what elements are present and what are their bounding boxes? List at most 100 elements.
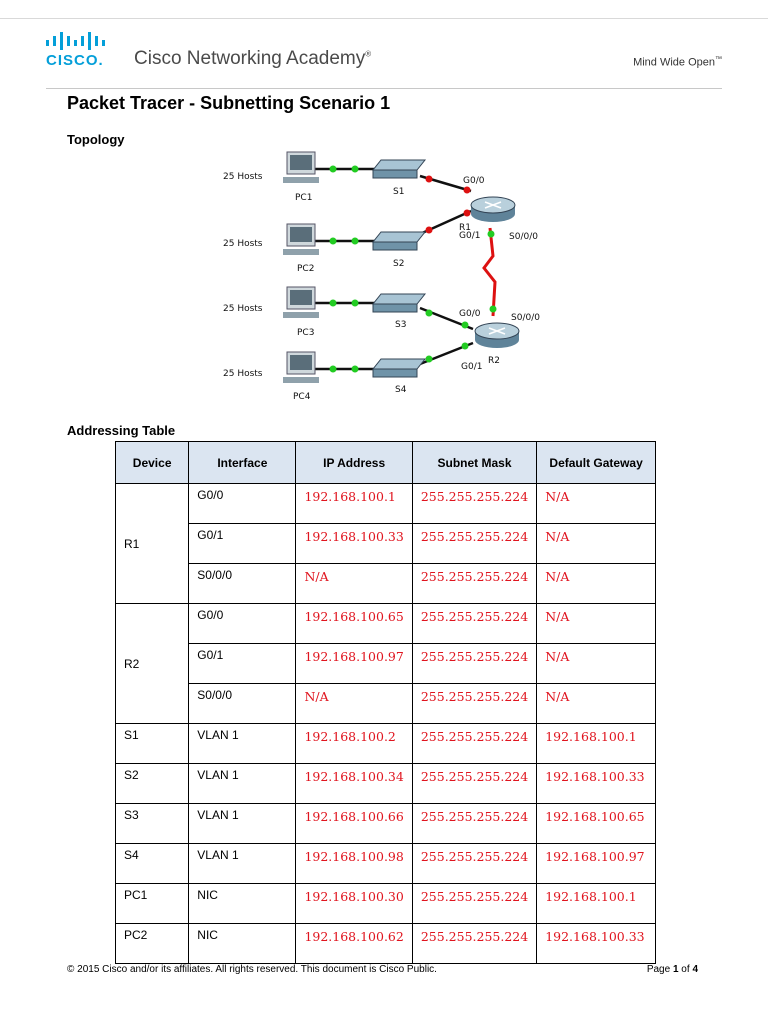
mask-cell: 255.255.255.224: [411, 603, 538, 644]
hosts-label: 25 Hosts: [223, 304, 263, 314]
gateway-cell: 192.168.100.1: [536, 883, 656, 924]
table-header-row: Device Interface IP Address Subnet Mask …: [114, 441, 656, 484]
gateway-cell: 192.168.100.65: [536, 803, 656, 844]
switch-label: S2: [393, 259, 404, 269]
top-rule: [0, 18, 768, 19]
serial-link: [482, 227, 497, 317]
gateway-cell: N/A: [536, 603, 656, 644]
device-cell: S1: [114, 723, 190, 764]
gateway-cell: 192.168.100.97: [536, 843, 656, 884]
pc-label: PC4: [293, 392, 311, 402]
interface-cell: VLAN 1: [188, 723, 297, 764]
mask-cell: 255.255.255.224: [411, 643, 538, 684]
table-row: PC2 NIC 192.168.100.62 255.255.255.224 1…: [114, 923, 656, 964]
table-row: S1 VLAN 1 192.168.100.2 255.255.255.224 …: [114, 723, 656, 764]
pc-icon: [283, 151, 319, 383]
cisco-logo-text: CISCO.: [46, 52, 104, 69]
switch-label: S1: [393, 187, 404, 197]
mask-cell: 255.255.255.224: [411, 763, 538, 804]
gateway-cell: 192.168.100.1: [536, 723, 656, 764]
mask-cell: 255.255.255.224: [411, 843, 538, 884]
mask-cell: 255.255.255.224: [411, 723, 538, 764]
column-header: Device: [114, 441, 190, 484]
column-header: Interface: [188, 441, 297, 484]
switch-icon: [371, 159, 427, 378]
switch-label: S4: [395, 385, 407, 395]
interface-cell: G0/0: [188, 483, 297, 524]
page-title: Packet Tracer - Subnetting Scenario 1: [67, 93, 391, 113]
tagline: Mind Wide Open™: [633, 56, 722, 69]
ip-cell: 192.168.100.98: [295, 843, 413, 884]
ip-cell: 192.168.100.62: [295, 923, 413, 964]
ip-cell: 192.168.100.1: [295, 483, 413, 524]
gateway-cell: N/A: [536, 523, 656, 564]
footer-copyright: © 2015 Cisco and/or its affiliates. All …: [67, 964, 437, 975]
academy-title: Cisco Networking Academy®: [134, 48, 372, 69]
router-icon: [470, 196, 520, 348]
device-cell: S3: [114, 803, 190, 844]
table-row: S0/0/0 N/A 255.255.255.224 N/A: [116, 683, 656, 724]
device-cell: PC1: [114, 883, 190, 924]
ip-cell: 192.168.100.2: [295, 723, 413, 764]
page-header: CISCO. Cisco Networking Academy® Mind Wi…: [0, 26, 768, 86]
gateway-cell: 192.168.100.33: [536, 763, 656, 804]
cisco-bars-icon: [46, 32, 105, 50]
switch-label: S3: [395, 320, 406, 330]
mask-cell: 255.255.255.224: [411, 803, 538, 844]
ip-cell: 192.168.100.33: [295, 523, 413, 564]
addressing-table-heading: Addressing Table: [67, 423, 176, 438]
device-cell: PC2: [114, 923, 190, 964]
gateway-cell: N/A: [536, 683, 656, 724]
port-label: S0/0/0: [511, 313, 540, 323]
device-cell: S2: [114, 763, 190, 804]
interface-cell: G0/1: [188, 643, 297, 684]
column-header: Subnet Mask: [411, 441, 538, 484]
table-row: R2 G0/0 192.168.100.65 255.255.255.224 N…: [114, 603, 656, 724]
port-label: G0/1: [461, 362, 482, 372]
ip-cell: 192.168.100.66: [295, 803, 413, 844]
port-label: G0/0: [459, 309, 481, 319]
gateway-cell: N/A: [536, 643, 656, 684]
pc-label: PC3: [297, 328, 314, 338]
interface-cell: VLAN 1: [188, 843, 297, 884]
addressing-table: Device Interface IP Address Subnet Mask …: [114, 441, 656, 964]
mask-cell: 255.255.255.224: [411, 683, 538, 724]
mask-cell: 255.255.255.224: [411, 523, 538, 564]
device-cell: R2: [114, 603, 190, 724]
mask-cell: 255.255.255.224: [411, 563, 538, 604]
interface-cell: S0/0/0: [188, 683, 297, 724]
interface-cell: S0/0/0: [188, 563, 297, 604]
topology-diagram: 25 Hosts 25 Hosts 25 Hosts 25 Hosts PC1 …: [223, 151, 540, 402]
gateway-cell: N/A: [536, 563, 656, 604]
ip-cell: 192.168.100.97: [295, 643, 413, 684]
table-row: S3 VLAN 1 192.168.100.66 255.255.255.224…: [114, 803, 656, 844]
ip-cell: 192.168.100.65: [295, 603, 413, 644]
device-cell: S4: [114, 843, 190, 884]
interface-cell: NIC: [188, 883, 297, 924]
port-label: G0/0: [463, 176, 485, 186]
pc-label: PC2: [297, 264, 314, 274]
pc-label: PC1: [295, 193, 312, 203]
router-label: R2: [488, 356, 500, 366]
hosts-label: 25 Hosts: [223, 239, 263, 249]
interface-cell: G0/0: [188, 603, 297, 644]
interface-cell: VLAN 1: [188, 803, 297, 844]
header-rule: [46, 88, 722, 89]
ip-cell: 192.168.100.30: [295, 883, 413, 924]
device-cell: R1: [114, 483, 190, 604]
mask-cell: 255.255.255.224: [411, 483, 538, 524]
interface-cell: G0/1: [188, 523, 297, 564]
ip-cell: N/A: [295, 563, 413, 604]
mask-cell: 255.255.255.224: [411, 883, 538, 924]
hosts-label: 25 Hosts: [223, 369, 263, 379]
gateway-cell: N/A: [536, 483, 656, 524]
table-row: G0/1 192.168.100.33 255.255.255.224 N/A: [116, 523, 656, 564]
table-row: S4 VLAN 1 192.168.100.98 255.255.255.224…: [114, 843, 656, 884]
hosts-label: 25 Hosts: [223, 172, 263, 182]
table-row: PC1 NIC 192.168.100.30 255.255.255.224 1…: [114, 883, 656, 924]
router-label: R1: [459, 223, 471, 233]
table-row: G0/1 192.168.100.97 255.255.255.224 N/A: [116, 643, 656, 684]
port-label: S0/0/0: [509, 232, 538, 242]
page-number: Page 1 of 4: [646, 964, 698, 975]
column-header: Default Gateway: [536, 441, 656, 484]
